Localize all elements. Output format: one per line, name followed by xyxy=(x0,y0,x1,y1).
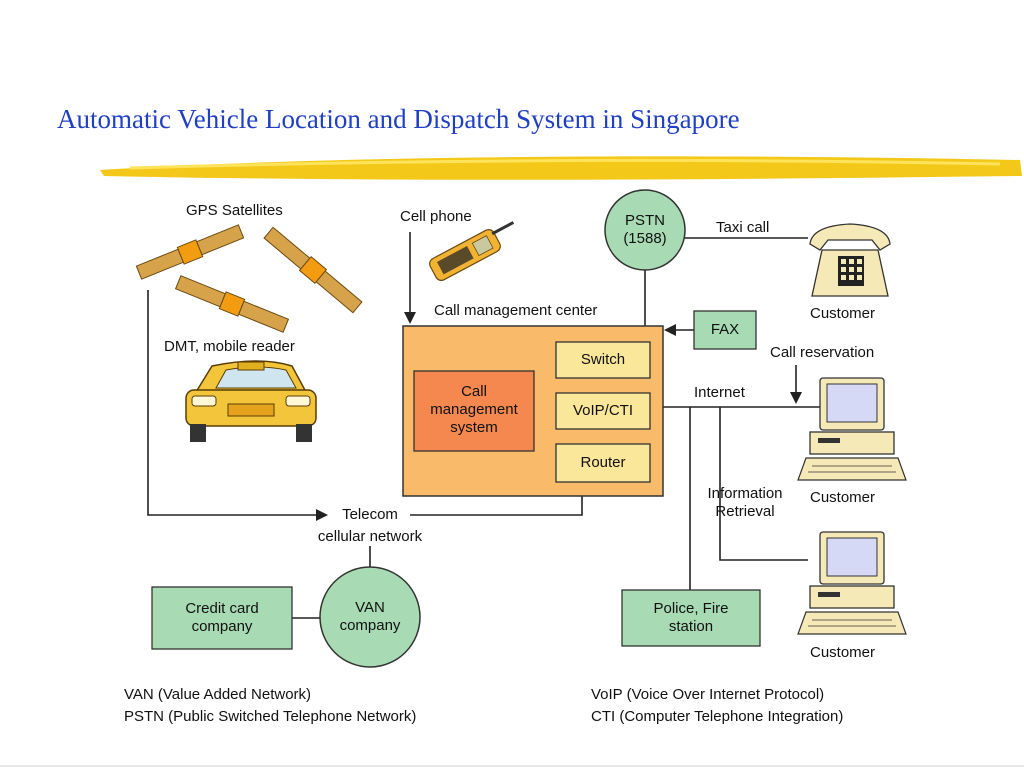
credit-card-company-box xyxy=(151,586,293,650)
footnote-pstn: PSTN (Public Switched Telephone Network) xyxy=(124,708,417,725)
van-company-node xyxy=(319,566,421,668)
switch-box xyxy=(555,341,651,379)
information-line2: Retrieval xyxy=(715,503,775,520)
customer-phone-label: Customer xyxy=(810,305,876,322)
internet-label: Internet xyxy=(694,384,745,401)
telecom-line2: cellular network xyxy=(317,528,423,545)
footnote-right: VoIP (Voice Over Internet Protocol) CTI … xyxy=(591,684,843,728)
gps-satellite-icon xyxy=(135,224,363,333)
computer-icon xyxy=(797,531,907,635)
router-box xyxy=(555,443,651,483)
arrow-heads xyxy=(316,312,802,521)
footnote-van: VAN (Value Added Network) xyxy=(124,686,312,703)
dmt-mobile-reader-label: DMT, mobile reader xyxy=(164,338,295,355)
van-line1: VAN xyxy=(355,599,385,616)
cell-phone-icon xyxy=(429,221,515,281)
police-fire-station-label: Police, Fire station xyxy=(622,600,760,636)
information-retrieval-label: Information Retrieval xyxy=(697,485,793,521)
footnote-cti: CTI (Computer Telephone Integration) xyxy=(591,708,844,725)
call-mgmt-line1: Call xyxy=(461,383,487,400)
pstn-label: PSTN (1588) xyxy=(605,212,685,248)
police-fire-station-box xyxy=(621,589,761,647)
credit-card-line2: company xyxy=(191,618,253,635)
voip-cti-label: VoIP/CTI xyxy=(572,402,634,419)
footnote-left: VAN (Value Added Network) PSTN (Public S… xyxy=(124,684,416,728)
pstn-label-line1: PSTN xyxy=(624,212,665,229)
police-line2: station xyxy=(668,618,714,635)
information-line1: Information xyxy=(707,485,783,502)
police-line1: Police, Fire xyxy=(653,600,729,617)
telecom-cellular-network-label: Telecom cellular network xyxy=(300,506,440,546)
pstn-node xyxy=(604,189,686,271)
fax-box xyxy=(693,310,757,350)
title-underline-brush xyxy=(100,156,1022,180)
call-management-system-box xyxy=(413,370,535,452)
router-label: Router xyxy=(580,454,626,471)
fax-label: FAX xyxy=(710,321,740,338)
call-management-system-label: Call management system xyxy=(414,383,534,437)
switch-label: Switch xyxy=(580,351,626,368)
credit-card-company-label: Credit card company xyxy=(152,600,292,636)
footnote-voip: VoIP (Voice Over Internet Protocol) xyxy=(591,686,825,703)
pstn-label-line2: (1588) xyxy=(623,230,667,247)
telecom-line1: Telecom xyxy=(342,506,398,523)
van-company-label: VAN company xyxy=(320,599,420,635)
taxi-car-icon xyxy=(185,360,317,442)
customer-pc1-label: Customer xyxy=(810,489,876,506)
customer-pc2-label: Customer xyxy=(810,644,876,661)
gps-satellites-label: GPS Satellites xyxy=(186,202,283,219)
call-mgmt-line2: management xyxy=(430,401,518,418)
call-mgmt-line3: system xyxy=(450,419,498,436)
page-title: Automatic Vehicle Location and Dispatch … xyxy=(57,104,740,134)
van-line2: company xyxy=(339,617,401,634)
computer-icon xyxy=(797,377,907,481)
cell-phone-label: Cell phone xyxy=(400,208,472,225)
telephone-icon xyxy=(809,223,891,297)
credit-card-line1: Credit card xyxy=(185,600,259,617)
voip-cti-box xyxy=(555,392,651,430)
taxi-call-label: Taxi call xyxy=(716,219,770,236)
call-reservation-label: Call reservation xyxy=(770,344,875,361)
call-management-center-label: Call management center xyxy=(434,302,598,319)
